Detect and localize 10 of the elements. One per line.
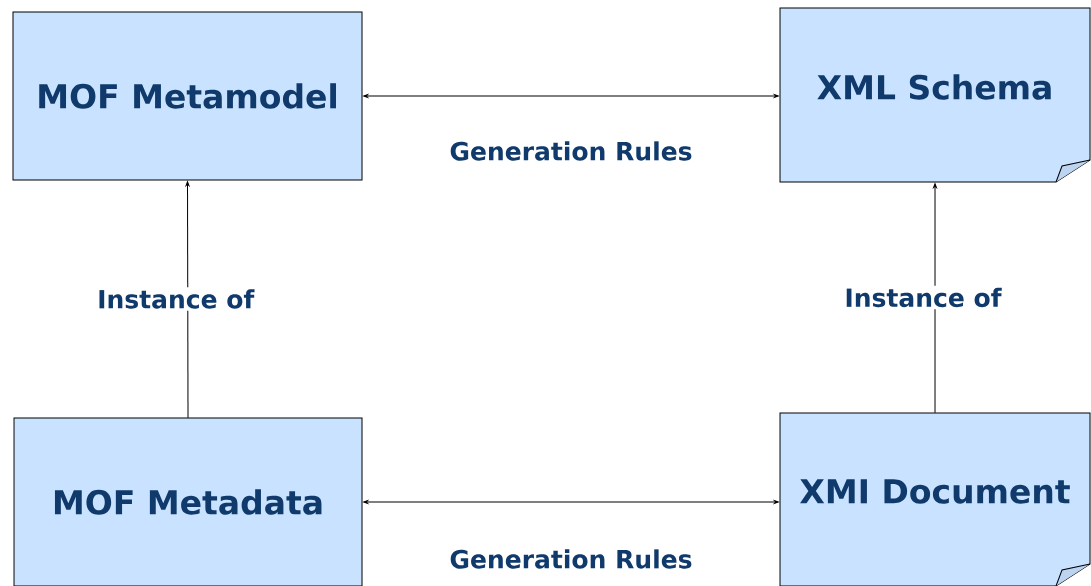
edge-label: Instance of (95, 287, 257, 311)
arrow (185, 181, 190, 419)
arrow (933, 183, 937, 414)
process-box: MOF Metadata (13, 417, 363, 586)
edge-label: Instance of (842, 285, 1004, 310)
process-box: MOF Metamodel (12, 11, 363, 181)
arrow (363, 500, 779, 504)
edge-label: Generation Rules (450, 549, 692, 569)
edge-label: Generation Rules (450, 141, 692, 161)
arrow (363, 94, 779, 98)
